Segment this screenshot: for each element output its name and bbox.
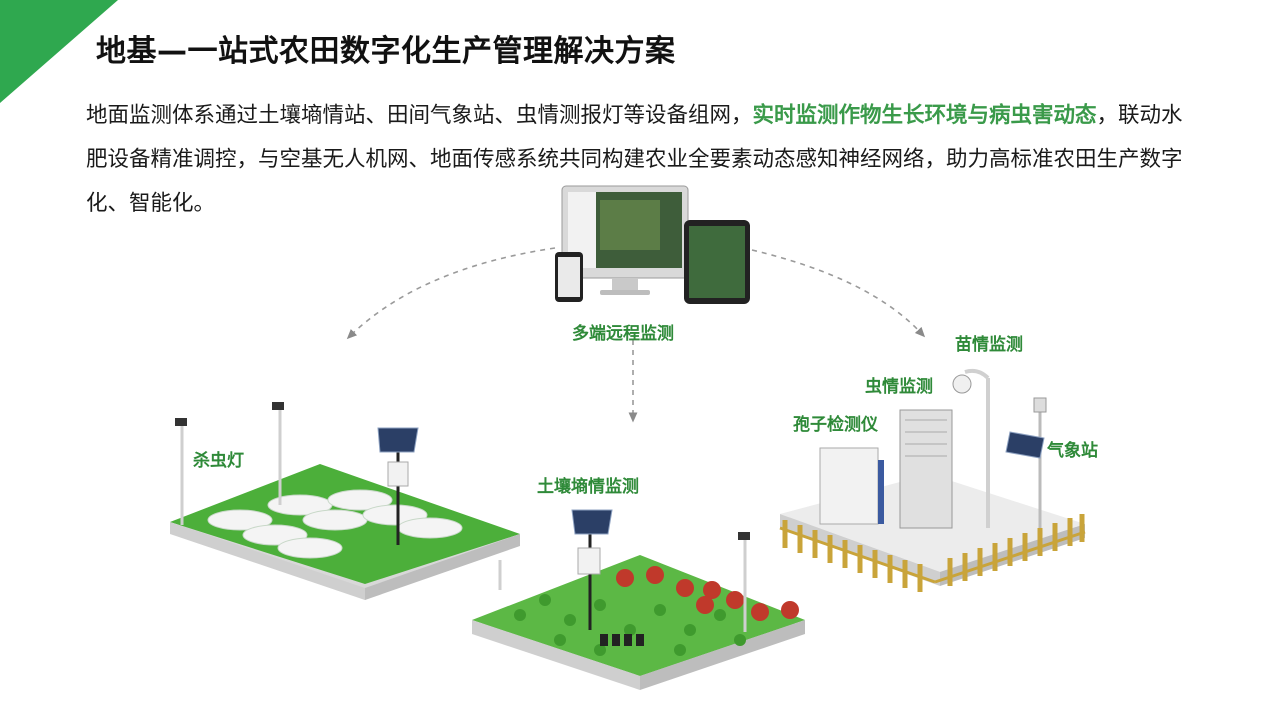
page-title: 地基—一站式农田数字化生产管理解决方案 [96, 34, 676, 69]
seedling-label: 苗情监测 [955, 334, 1023, 355]
insect-lamp-label: 杀虫灯 [193, 450, 244, 471]
arrow-left [346, 247, 556, 340]
orchard-platform [472, 509, 805, 690]
flow-arrows [346, 247, 926, 423]
greenhouse-platform [170, 402, 520, 600]
devices-group [555, 185, 750, 304]
remote-monitoring-label: 多端远程监测 [572, 323, 674, 344]
spore-label: 孢子检测仪 [793, 414, 879, 435]
station-platform [779, 368, 1086, 592]
pest-label: 虫情监测 [865, 376, 933, 397]
arrow-right [751, 249, 926, 338]
weather-label: 气象站 [1046, 440, 1098, 461]
intro-text-1: 地面监测体系通过土壤墒情站、田间气象站、虫情测报灯等设备组网， [86, 103, 753, 128]
corner-accent [0, 0, 118, 103]
soil-moisture-label: 土壤墒情监测 [537, 476, 639, 497]
intro-highlight: 实时监测作物生长环境与病虫害动态 [752, 103, 1097, 128]
intro-paragraph: 地面监测体系通过土壤墒情站、田间气象站、虫情测报灯等设备组网，实时监测作物生长环… [86, 94, 1196, 226]
intro-text-2: ，联动水肥设备精准调控，与空基无人机网、地面传感系统共同构建农业全要素动态感知神… [86, 103, 1183, 216]
